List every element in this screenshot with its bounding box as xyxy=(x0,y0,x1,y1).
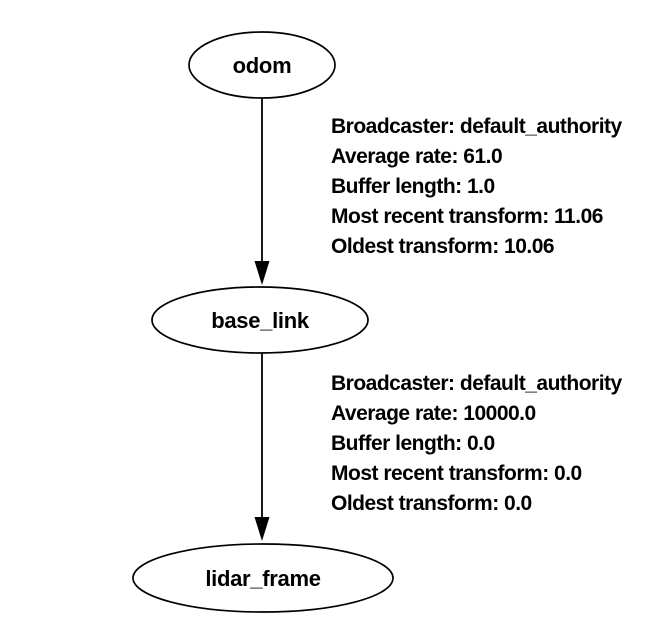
node-lidar_frame-ellipse xyxy=(132,543,394,613)
edge-label-average-rate: Average rate: 10000.0 xyxy=(331,402,536,425)
edge-label-broadcaster: Broadcaster: default_authority xyxy=(331,372,622,395)
edge-label-most-recent-transform: Most recent transform: 0.0 xyxy=(331,462,582,485)
node-base_link-ellipse xyxy=(151,286,369,354)
node-base_link-label: base_link xyxy=(211,308,309,333)
node-lidar_frame-label: lidar_frame xyxy=(205,566,321,591)
node-odom-label: odom xyxy=(232,53,292,78)
edge-label-most-recent-transform: Most recent transform: 11.06 xyxy=(331,205,603,228)
edge-label-broadcaster: Broadcaster: default_authority xyxy=(331,115,622,138)
edge-label-oldest-transform: Oldest transform: 10.06 xyxy=(331,235,555,258)
arrowhead-down-icon xyxy=(254,261,270,285)
edge-base_link-lidar_frame-label: Broadcaster: default_authority Average r… xyxy=(331,369,622,519)
arrowhead-down-icon xyxy=(254,517,270,541)
edge-odom-base_link-label: Broadcaster: default_authority Average r… xyxy=(331,112,622,262)
edge-label-buffer-length: Buffer length: 0.0 xyxy=(331,432,495,455)
node-odom-ellipse xyxy=(188,31,336,99)
edge-label-average-rate: Average rate: 61.0 xyxy=(331,145,503,168)
edge-label-buffer-length: Buffer length: 1.0 xyxy=(331,175,495,198)
edge-label-oldest-transform: Oldest transform: 0.0 xyxy=(331,492,532,515)
